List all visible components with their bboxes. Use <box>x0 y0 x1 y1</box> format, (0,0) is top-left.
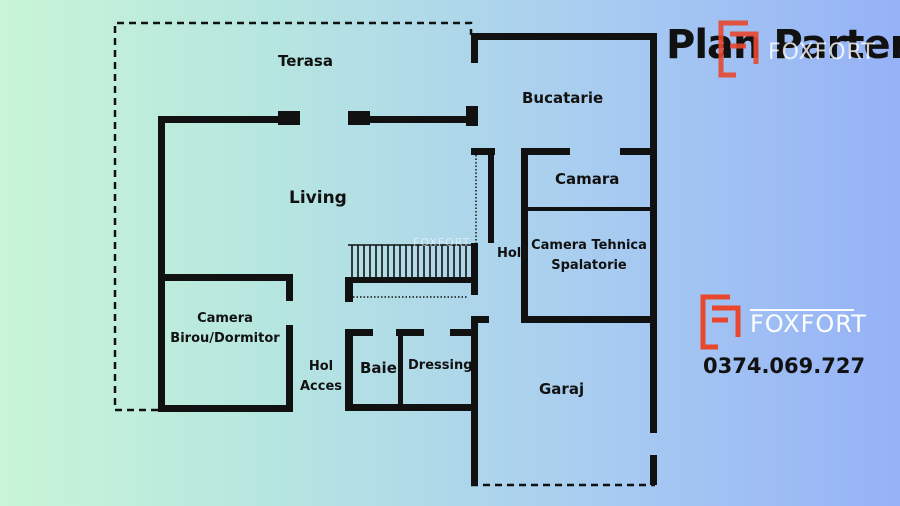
room-hol-acces-line2: Acces <box>299 379 343 394</box>
room-camera-tehnica-line1: Camera Tehnica <box>531 238 647 253</box>
room-living: Living <box>289 188 347 208</box>
staircase <box>348 244 478 277</box>
room-baie: Baie <box>360 359 397 377</box>
room-camera-birou-line2: Birou/Dormitor <box>170 331 280 346</box>
room-hol-acces: Hol Acces <box>298 357 344 397</box>
brand-underline <box>750 309 854 311</box>
room-camera-tehnica: Camera Tehnica Spalatorie <box>531 236 647 276</box>
room-bucatarie: Bucatarie <box>522 89 604 107</box>
room-camera-tehnica-line2: Spalatorie <box>551 258 627 273</box>
room-dressing: Dressing <box>408 358 473 373</box>
walls <box>158 33 657 486</box>
room-camera-birou: Camera Birou/Dormitor <box>166 309 284 349</box>
room-camera-birou-line1: Camera <box>197 311 253 326</box>
brand-logo <box>700 294 741 350</box>
brand-logo-watermark <box>718 20 759 78</box>
room-terasa: Terasa <box>278 52 333 70</box>
contact-phone: 0374.069.727 <box>703 354 866 378</box>
brand-wordmark-watermark: FOXFORT <box>768 40 876 65</box>
dotted-rails <box>353 155 477 298</box>
terrace-outline <box>113 21 655 487</box>
page-title: Plan Parter <box>666 22 900 68</box>
room-hol-acces-line1: Hol <box>308 359 334 374</box>
room-garaj: Garaj <box>539 380 585 398</box>
room-hol: Hol <box>497 246 522 261</box>
room-camara: Camara <box>555 170 620 188</box>
brand-wordmark: FOXFORT <box>750 310 867 338</box>
stair-watermark: FOXFORT <box>413 236 471 249</box>
